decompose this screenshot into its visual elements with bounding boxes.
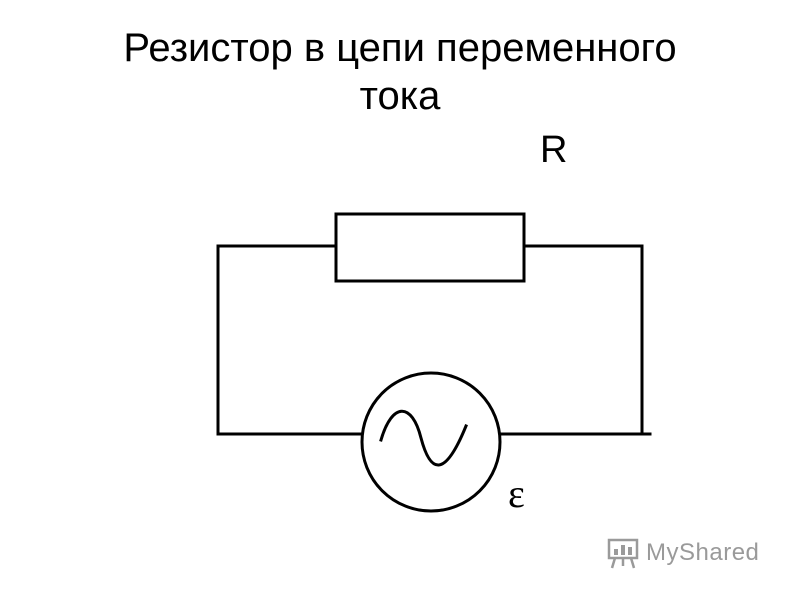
slide-title-line-1: Резистор в цепи переменного xyxy=(123,26,677,70)
slide-title-line-2: тока xyxy=(359,74,441,118)
watermark-text: MyShared xyxy=(646,539,760,566)
slide-title: Резистор в цепи переменного тока xyxy=(0,24,800,120)
ac-source-symbol xyxy=(360,371,502,513)
emf-label: ε xyxy=(508,471,525,516)
presentation-board-icon xyxy=(607,538,639,569)
resistor-symbol xyxy=(334,212,526,283)
sine-wave-icon xyxy=(379,409,468,467)
resistor-label: R xyxy=(540,129,568,171)
watermark: MyShared xyxy=(606,535,759,571)
